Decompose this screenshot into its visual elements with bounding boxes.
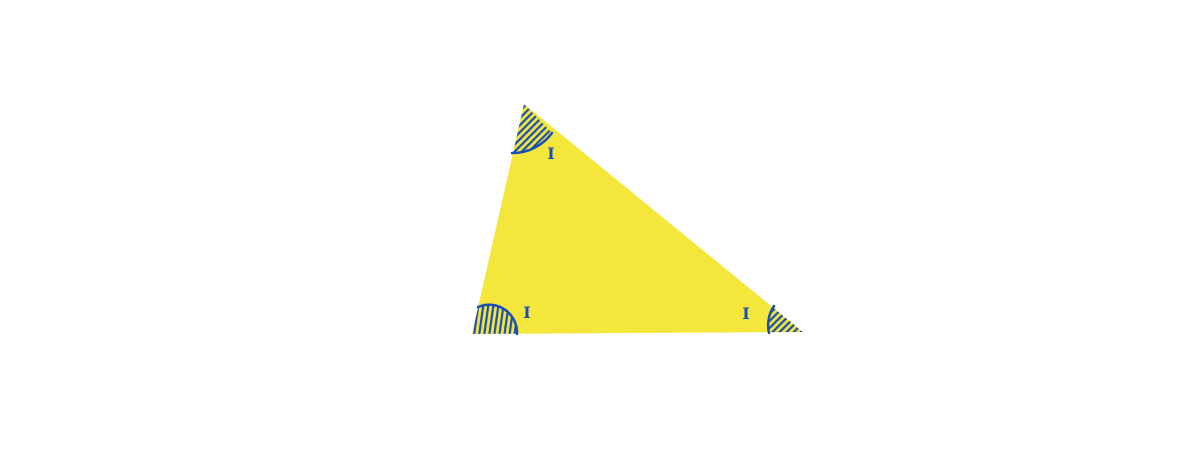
angle-bottom-right-hatch	[768, 307, 803, 333]
angle-bottom-right: I	[742, 304, 803, 335]
angle-top-label: I	[547, 144, 554, 163]
angle-top-arc	[510, 131, 554, 155]
angle-bottom-left-label: I	[523, 303, 530, 322]
angle-bottom-left: I	[472, 303, 531, 336]
angle-top-hatch	[513, 104, 552, 153]
angle-bottom-left-arc	[476, 303, 519, 336]
angle-top: I	[510, 104, 555, 163]
triangle-body	[472, 104, 803, 334]
angle-bottom-right-arc	[766, 304, 776, 335]
angle-bottom-right-label: I	[742, 304, 749, 323]
angle-bottom-left-hatch	[472, 304, 518, 334]
